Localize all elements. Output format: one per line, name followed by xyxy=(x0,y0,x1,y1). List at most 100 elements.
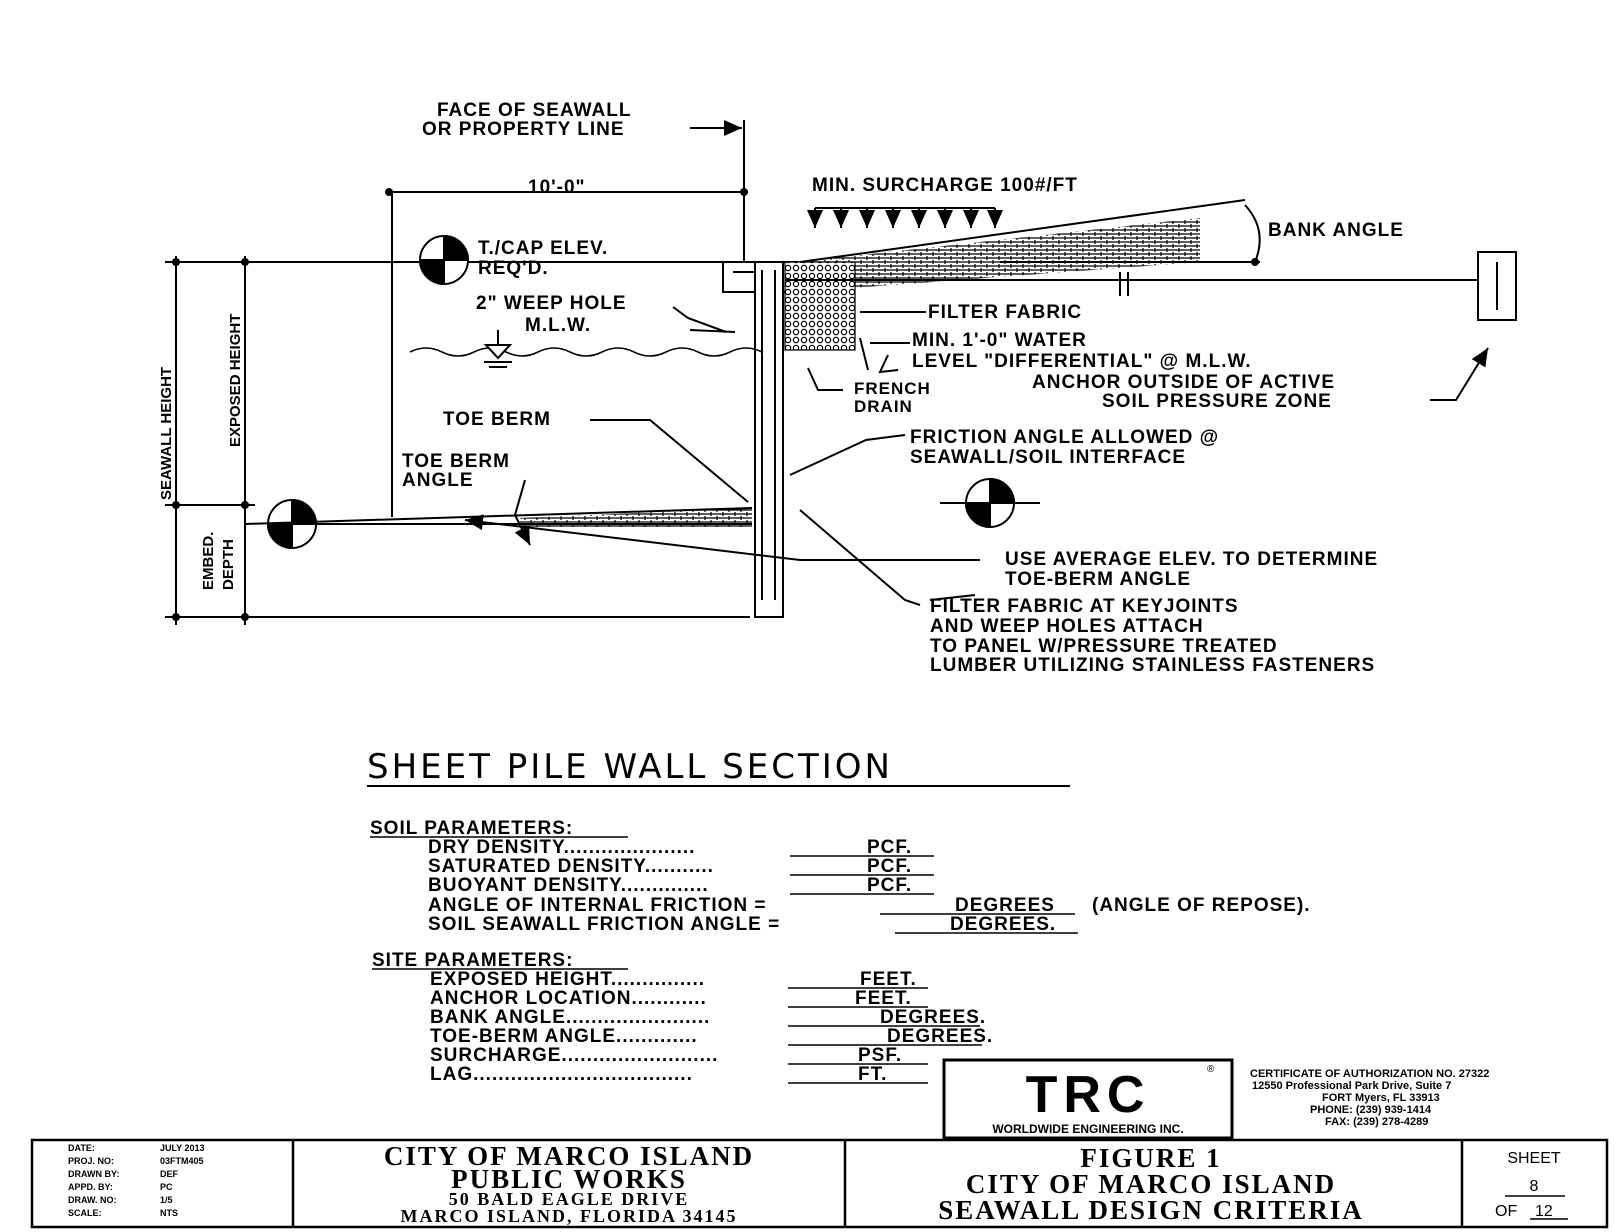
cert-line2: 12550 Professional Park Drive, Suite 7 xyxy=(1252,1080,1451,1092)
section-title: SHEET PILE WALL SECTION xyxy=(367,747,893,787)
site-surcharge-label: SURCHARGE......................... xyxy=(430,1045,718,1066)
tb-city-1: CITY OF MARCO ISLAND xyxy=(384,1141,754,1171)
label-filter-key-1: FILTER FABRIC AT KEYJOINTS xyxy=(930,596,1239,617)
label-filter-key-2: AND WEEP HOLES ATTACH xyxy=(930,616,1204,637)
tb-fig-3: SEAWALL DESIGN CRITERIA xyxy=(938,1195,1364,1225)
backfill-soil xyxy=(798,218,1200,292)
toe-berm-soil xyxy=(520,508,752,527)
label-tcap-1: T./CAP ELEV. xyxy=(478,238,608,259)
label-french-1: FRENCH xyxy=(854,379,931,398)
label-embed-1: EMBED. xyxy=(200,532,217,590)
label-friction-2: SEAWALL/SOIL INTERFACE xyxy=(910,447,1186,468)
site-surcharge-unit: PSF. xyxy=(858,1045,902,1066)
soil-angle-note: (ANGLE OF REPOSE). xyxy=(1092,895,1311,916)
site-toe-unit: DEGREES. xyxy=(887,1026,993,1047)
label-bank-angle: BANK ANGLE xyxy=(1268,220,1404,241)
certificate-block: CERTIFICATE OF AUTHORIZATION NO. 27322 1… xyxy=(1250,1068,1489,1128)
tcap-elevation-symbol xyxy=(418,234,470,286)
site-toe-label: TOE-BERM ANGLE............. xyxy=(430,1026,698,1047)
title-block-info: DATE: JULY 2013 PROJ. NO: 03FTM405 DRAWN… xyxy=(68,1141,1568,1226)
site-bank-label: BANK ANGLE....................... xyxy=(430,1007,710,1028)
label-dim-10ft: 10'-0" xyxy=(528,177,586,198)
label-seawall-height: SEAWALL HEIGHT xyxy=(158,367,175,500)
logo-reg: ® xyxy=(1207,1064,1215,1075)
label-exposed-height: EXPOSED HEIGHT xyxy=(227,314,244,447)
tb-appd-val: PC xyxy=(160,1182,173,1192)
site-exposed-unit: FEET. xyxy=(860,969,917,990)
soil-sat-label: SATURATED DENSITY........... xyxy=(428,856,714,877)
label-mlw: M.L.W. xyxy=(525,315,591,336)
label-embed-2: DEPTH xyxy=(220,539,237,590)
french-drain-gravel xyxy=(784,261,856,351)
label-anchor-1: ANCHOR OUTSIDE OF ACTIVE xyxy=(1032,372,1335,393)
tb-draw-val: 1/5 xyxy=(160,1195,173,1205)
soil-angle-unit: DEGREES xyxy=(955,895,1055,916)
logo-mark: TRC xyxy=(1026,1066,1151,1124)
surcharge-arrows xyxy=(807,207,1003,228)
tb-fig-2: CITY OF MARCO ISLAND xyxy=(966,1169,1336,1199)
tb-draw-key: DRAW. NO: xyxy=(68,1195,117,1205)
soil-buoy-unit: PCF. xyxy=(867,875,912,896)
label-filter-key-4: LUMBER UTILIZING STAINLESS FASTENERS xyxy=(930,655,1375,676)
label-weep-hole: 2" WEEP HOLE xyxy=(476,293,627,314)
tb-drawn-val: DEF xyxy=(160,1169,179,1179)
soil-dry-unit: PCF. xyxy=(867,837,912,858)
mlw-symbol xyxy=(483,330,513,368)
site-heading: SITE PARAMETERS: xyxy=(372,950,573,971)
label-anchor-2: SOIL PRESSURE ZONE xyxy=(1102,391,1332,412)
label-min-surcharge: MIN. SURCHARGE 100#/FT xyxy=(812,175,1078,196)
site-bank-unit: DEGREES. xyxy=(880,1007,986,1028)
label-french-2: DRAIN xyxy=(854,397,913,416)
label-min-water-2: LEVEL "DIFFERENTIAL" @ M.L.W. xyxy=(912,351,1252,372)
bank-slope-line xyxy=(799,199,1246,263)
logo-sub: WORLDWIDE ENGINEERING INC. xyxy=(992,1122,1183,1136)
cert-line5: FAX: (239) 278-4289 xyxy=(1325,1116,1428,1128)
toe-berm-slope xyxy=(244,507,753,525)
bank-angle-arc xyxy=(1244,204,1261,263)
section-drawing xyxy=(165,120,1517,625)
cert-line3: FORT Myers, FL 33913 xyxy=(1322,1092,1440,1104)
soil-ssf-unit: DEGREES. xyxy=(950,914,1056,935)
tb-city-3: 50 BALD EAGLE DRIVE xyxy=(449,1189,690,1209)
label-filter-fabric: FILTER FABRIC xyxy=(928,302,1082,323)
label-min-water-1: MIN. 1'-0" WATER xyxy=(912,330,1087,351)
tb-drawn-key: DRAWN BY: xyxy=(68,1169,119,1179)
cert-line4: PHONE: (239) 939-1414 xyxy=(1310,1104,1432,1116)
tb-proj-key: PROJ. NO: xyxy=(68,1156,114,1166)
soil-angle-label: ANGLE OF INTERNAL FRICTION = xyxy=(428,895,767,916)
right-elevation-symbol xyxy=(940,477,1040,529)
site-parameters: SITE PARAMETERS: EXPOSED HEIGHT.........… xyxy=(372,950,993,1085)
tb-date-val: JULY 2013 xyxy=(160,1143,205,1153)
site-lag-unit: FT. xyxy=(858,1064,887,1085)
site-lag-label: LAG................................... xyxy=(430,1064,693,1085)
tb-appd-key: APPD. BY: xyxy=(68,1182,113,1192)
site-anchor-unit: FEET. xyxy=(855,988,912,1009)
tb-scale-val: NTS xyxy=(160,1208,178,1218)
tb-fig-1: FIGURE 1 xyxy=(1080,1143,1221,1173)
soil-buoy-label: BUOYANT DENSITY.............. xyxy=(428,875,709,896)
site-exposed-label: EXPOSED HEIGHT............... xyxy=(430,969,705,990)
water-surface xyxy=(409,347,763,357)
sheet-pile xyxy=(754,261,784,618)
trc-logo: TRC WORLDWIDE ENGINEERING INC. ® xyxy=(942,1058,1234,1140)
tb-date-key: DATE: xyxy=(68,1143,95,1153)
tb-city-2: PUBLIC WORKS xyxy=(451,1164,687,1194)
soil-heading: SOIL PARAMETERS: xyxy=(370,818,573,839)
tb-city-4: MARCO ISLAND, FLORIDA 34145 xyxy=(400,1206,737,1226)
label-use-avg-1: USE AVERAGE ELEV. TO DETERMINE xyxy=(1005,549,1378,570)
label-toe-berm: TOE BERM xyxy=(443,409,551,430)
drawing-labels: FACE OF SEAWALL OR PROPERTY LINE 10'-0" … xyxy=(158,100,1404,676)
label-toe-berm-angle-2: ANGLE xyxy=(402,470,474,491)
soil-ssf-label: SOIL SEAWALL FRICTION ANGLE = xyxy=(428,914,780,935)
tb-sheet-total: 12 xyxy=(1535,1203,1553,1220)
label-use-avg-2: TOE-BERM ANGLE xyxy=(1005,569,1191,590)
title-block xyxy=(30,1138,1609,1229)
label-friction-1: FRICTION ANGLE ALLOWED @ xyxy=(910,427,1219,448)
tb-scale-key: SCALE: xyxy=(68,1208,102,1218)
label-tcap-2: REQ'D. xyxy=(478,258,549,279)
soil-parameters: SOIL PARAMETERS: DRY DENSITY............… xyxy=(370,818,1311,935)
tb-sheet-number: 8 xyxy=(1530,1178,1539,1195)
tb-sheet-label: SHEET xyxy=(1507,1150,1561,1167)
tb-sheet-of: OF xyxy=(1495,1203,1517,1220)
